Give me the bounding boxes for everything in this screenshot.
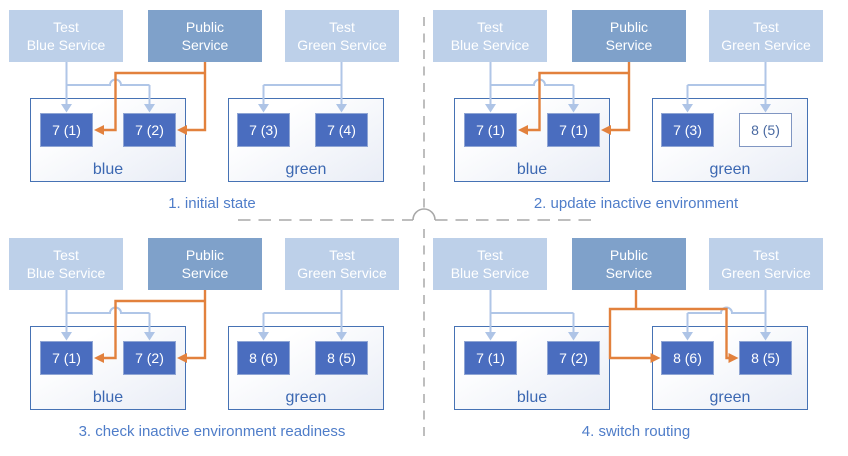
service-label-line: Test <box>53 247 79 263</box>
service-label-line: Blue Service <box>450 37 530 53</box>
test-green-service-box: Test Green Service <box>285 10 399 62</box>
service-label-line: Blue Service <box>450 265 530 281</box>
panel-switch-routing: Test Blue Service Public Service Test Gr… <box>424 228 848 456</box>
service-label-line: Blue Service <box>26 37 106 53</box>
service-label-line: Green Service <box>297 265 387 281</box>
public-service-box: Public Service <box>148 10 262 62</box>
service-label-line: Service <box>181 37 229 53</box>
green-environment-box: 7 (3) 8 (5) green <box>652 98 808 182</box>
pod: 7 (1) <box>547 113 600 147</box>
service-label-line: Test <box>477 247 503 263</box>
panel-check-inactive-environment-readiness: Test Blue Service Public Service Test Gr… <box>0 228 424 456</box>
service-label-line: Public <box>609 19 649 35</box>
service-label-line: Test <box>329 247 355 263</box>
blue-environment-box: 7 (1) 7 (2) blue <box>454 326 610 410</box>
environment-label: blue <box>92 161 124 178</box>
environment-label: green <box>285 161 327 178</box>
pod: 8 (5) <box>315 341 368 375</box>
panel-caption: 1. initial state <box>168 195 256 212</box>
green-environment-box: 7 (3) 7 (4) green <box>228 98 384 182</box>
pod: 7 (2) <box>547 341 600 375</box>
pod: 7 (1) <box>40 341 93 375</box>
panel-update-inactive-environment: Test Blue Service Public Service Test Gr… <box>424 0 848 228</box>
service-label-line: Test <box>329 19 355 35</box>
pod: 7 (4) <box>315 113 368 147</box>
service-label-line: Test <box>753 247 779 263</box>
panel-caption: 3. check inactive environment readiness <box>78 423 346 440</box>
test-blue-service-box: Test Blue Service <box>433 10 547 62</box>
test-blue-service-box: Test Blue Service <box>433 238 547 290</box>
service-label-line: Green Service <box>721 265 811 281</box>
green-environment-box: 8 (6) 8 (5) green <box>652 326 808 410</box>
service-label-line: Test <box>53 19 79 35</box>
pod: 7 (3) <box>237 113 290 147</box>
pod: 7 (1) <box>40 113 93 147</box>
public-service-box: Public Service <box>572 238 686 290</box>
test-green-service-box: Test Green Service <box>709 238 823 290</box>
environment-label: green <box>709 389 751 406</box>
pod: 7 (1) <box>464 341 517 375</box>
blue-environment-box: 7 (1) 7 (1) blue <box>454 98 610 182</box>
test-green-service-box: Test Green Service <box>285 238 399 290</box>
pod-new-version: 8 (5) <box>739 113 792 147</box>
panel-caption: 2. update inactive environment <box>533 195 739 212</box>
service-label-line: Public <box>609 247 649 263</box>
service-label-line: Public <box>185 247 225 263</box>
test-green-service-box: Test Green Service <box>709 10 823 62</box>
pod: 7 (1) <box>464 113 517 147</box>
pod: 8 (6) <box>661 341 714 375</box>
service-label-line: Test <box>753 19 779 35</box>
pod: 7 (2) <box>123 113 176 147</box>
environment-label: green <box>709 161 751 178</box>
pod: 7 (2) <box>123 341 176 375</box>
service-label-line: Service <box>605 37 653 53</box>
blue-environment-box: 7 (1) 7 (2) blue <box>30 326 186 410</box>
pod: 7 (3) <box>661 113 714 147</box>
service-label-line: Service <box>605 265 653 281</box>
environment-label: blue <box>92 389 124 406</box>
panel-caption: 4. switch routing <box>581 423 691 440</box>
environment-label: green <box>285 389 327 406</box>
public-service-box: Public Service <box>148 238 262 290</box>
pod: 8 (5) <box>739 341 792 375</box>
service-label-line: Test <box>477 19 503 35</box>
blue-environment-box: 7 (1) 7 (2) blue <box>30 98 186 182</box>
service-label-line: Green Service <box>721 37 811 53</box>
green-environment-box: 8 (6) 8 (5) green <box>228 326 384 410</box>
test-blue-service-box: Test Blue Service <box>9 238 123 290</box>
pod: 8 (6) <box>237 341 290 375</box>
environment-label: blue <box>516 389 548 406</box>
test-blue-service-box: Test Blue Service <box>9 10 123 62</box>
service-label-line: Public <box>185 19 225 35</box>
service-label-line: Blue Service <box>26 265 106 281</box>
public-service-box: Public Service <box>572 10 686 62</box>
panel-initial-state: Test Blue Service Public Service Test Gr… <box>0 0 424 228</box>
service-label-line: Green Service <box>297 37 387 53</box>
environment-label: blue <box>516 161 548 178</box>
service-label-line: Service <box>181 265 229 281</box>
